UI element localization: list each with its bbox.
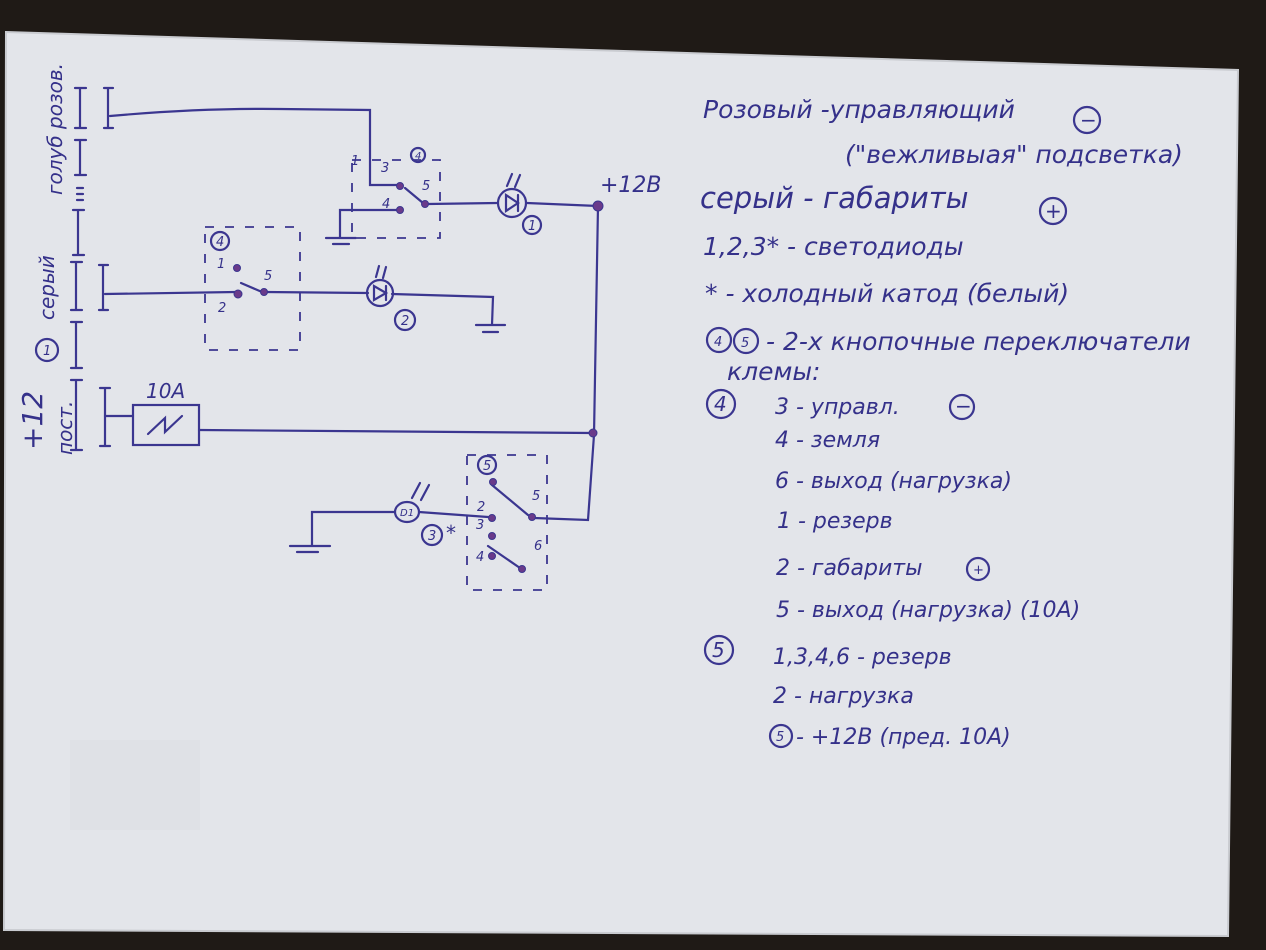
switch-4: 4 1 2 5 [204, 226, 301, 351]
pin-label: 2 [218, 301, 226, 316]
legend-notes: Розовый -управляющий − ("вежливыая" подс… [700, 95, 1191, 750]
pin-label: 3 [381, 161, 389, 176]
connector-number: 1 [43, 344, 51, 359]
sw5-item: 2 - нагрузка [773, 684, 914, 709]
fuse-symbol [146, 414, 184, 436]
pin-label: 4 [476, 550, 484, 565]
pin-label: 1 [351, 154, 359, 169]
note-grey: серый - габариты [700, 181, 969, 215]
led-1-number: 1 [528, 219, 536, 234]
minus-sign: − [955, 394, 972, 418]
circle-number: 4 [714, 392, 727, 416]
note-courtesy-light: ("вежливыая" подсветка) [845, 140, 1183, 169]
sw4-item: 3 - управл. [775, 395, 900, 420]
switch-4-top: 4 3 4 5 1 [351, 146, 441, 239]
switch-label: 5 [483, 459, 491, 474]
circle-number: 5 [712, 638, 725, 662]
led-3: D1 3 * [393, 481, 456, 547]
junction-node [588, 428, 598, 438]
wires [103, 107, 600, 570]
note-pink: Розовый -управляющий [703, 95, 1015, 124]
sw4-item: 4 - земля [775, 428, 880, 453]
pin-label: 5 [422, 179, 430, 194]
circle-number: 4 [714, 335, 722, 350]
note-terminals: клемы: [727, 357, 820, 386]
led-2: 2 [365, 264, 417, 332]
circle-number: 5 [741, 336, 749, 351]
led-3-inner: D1 [400, 508, 414, 519]
led-3-mark: * [446, 521, 456, 545]
led-2-number: 2 [401, 314, 409, 329]
supply-label: +12B [600, 173, 662, 198]
fuse-10a [131, 403, 201, 447]
led-3-number: 3 [428, 529, 436, 544]
supply-node [592, 200, 604, 212]
switch-label: 4 [415, 151, 421, 162]
pin-label: 6 [534, 539, 542, 554]
sw4-item: 1 - резерв [777, 509, 893, 534]
led-1: 1 [496, 172, 543, 236]
note-leds: 1,2,3* - светодиоды [703, 232, 964, 261]
sw4-item: 5 - выход (нагрузка) (10A) [776, 598, 1080, 623]
minus-sign: − [1080, 108, 1097, 132]
sw4-item: 6 - выход (нагрузка) [775, 469, 1012, 494]
pin-label: 4 [382, 197, 390, 212]
sw4-item: 2 - габариты [776, 556, 922, 581]
paper-sheet [4, 32, 1238, 936]
label-grey: серый [35, 255, 59, 320]
switch-5: 5 2 3 4 5 6 [466, 454, 548, 591]
sw5-item: - +12B (пред. 10A) [796, 725, 1011, 750]
sw5-item: 1,3,4,6 - резерв [773, 645, 952, 670]
pin-label: 5 [264, 269, 272, 284]
plus-sign: + [973, 563, 984, 578]
paper-edge [2, 30, 1240, 938]
connector-number-circle [34, 337, 60, 363]
note-switches: - 2-х кнопочные переключатели [766, 327, 1191, 356]
label-const: пост. [53, 401, 77, 455]
circle-number: 5 [776, 730, 784, 745]
switch-label: 4 [216, 235, 224, 250]
plus-sign: + [1045, 199, 1062, 223]
paper-bleedthrough [70, 740, 200, 830]
note-ccfl: * - холодный катод (белый) [705, 279, 1069, 308]
pin-label: 5 [532, 489, 540, 504]
label-pink-blue: голуб розов. [43, 63, 67, 195]
pin-label: 1 [217, 257, 225, 272]
label-plus12: +12 [16, 391, 49, 450]
fuse-label: 10A [146, 379, 185, 403]
connector-1 [69, 86, 115, 452]
pin-label: 3 [476, 518, 484, 533]
pin-label: 2 [477, 500, 485, 515]
